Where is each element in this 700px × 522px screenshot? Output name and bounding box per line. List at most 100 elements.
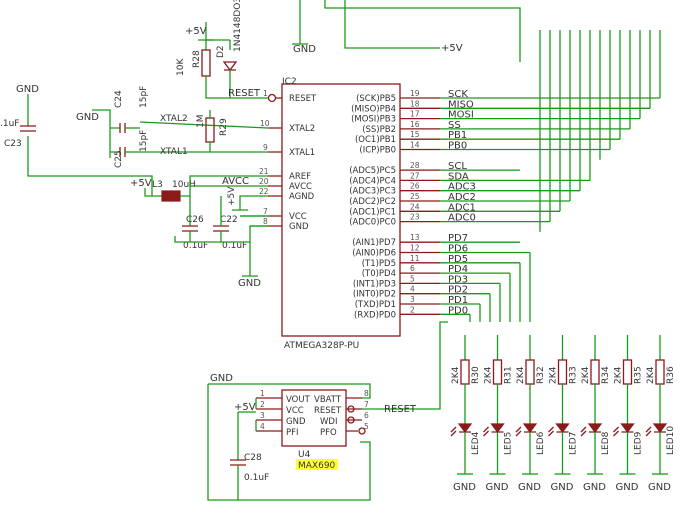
u4-num-7: 7 [364,400,369,409]
ic2-pin-number: 17 [410,110,420,119]
led-resistor-ref: R30 [471,366,481,384]
pin-num-7: 7 [263,207,268,216]
ic2-pin-number: 26 [410,182,420,191]
c25-value: 15pF [139,130,149,152]
led-ref: LED10 [666,426,676,455]
r28-ref: R28 [192,50,202,68]
pin-num-1: 1 [263,89,268,98]
ic2-pin-label: (AIN0)PD6 [352,249,396,259]
ic2-pin-number: 19 [410,89,420,98]
inductor-l3 [161,190,181,202]
pin-avcc: AVCC [289,182,312,192]
ic2-pin-label: (INT0)PD2 [353,290,396,300]
ic2-pin-label: (INT1)PD3 [353,279,396,289]
vcc-label-top: +5V [185,26,207,37]
u4-pin-vout: VOUT [286,395,311,405]
ic2-pin-number: 16 [410,120,420,129]
ic2-pin-number: 23 [410,213,420,222]
ic2-pin-number: 3 [410,295,415,304]
ic2-pin-label: (AIN1)PD7 [352,238,396,248]
pin-agnd: AGND [289,192,315,202]
resistor-r29 [205,117,215,143]
pin-vcc: VCC [289,212,307,222]
led-ref: LED6 [536,431,546,455]
pin-num-9: 9 [263,143,268,152]
ic2-ref: IC2 [282,77,297,87]
led-icon [652,423,668,433]
ic2-net-label: PD2 [448,285,468,296]
vcc-u4-label: +5V [234,402,256,413]
u4-num-4: 4 [260,422,265,431]
u4-max690: GND VOUT VCC GND PFI VBATT RESET WDI PFO… [207,321,448,501]
ic2-pin-label: (ADC3)PC3 [349,187,396,197]
led-resistor-ref: R36 [666,366,676,384]
pin-num-8: 8 [263,217,268,226]
gnd-xtal-label: GND [76,112,99,123]
c26-value: 0.1uF [183,241,208,251]
avcc-section: +5V L3 10uH AVCC +5V C26 0.1uF C22 0.1uF… [130,175,268,289]
c22-ref: C22 [220,215,238,225]
ic2-net-label: MISO [448,99,474,110]
ic2-pin-number: 13 [410,233,420,242]
u4-ref: U4 [298,450,311,460]
resistor-led [622,359,633,385]
l3-value: 10uH [172,180,196,190]
ic2-net-label: SCK [448,89,468,100]
pin-xtal1: XTAL1 [289,148,315,158]
reset-network: +5V 10K R28 D2 1N4148DO3 RESET [176,0,277,103]
pin-aref: AREF [289,172,311,182]
ic2-pin-number: 24 [410,202,420,211]
ic2-atmega328p: IC2 ATMEGA328P-PU RESET XTAL2 XTAL1 AREF… [240,30,661,351]
ic2-net-label: PB1 [448,130,467,141]
c23-value: .1uF [0,119,19,129]
r29-ref: R29 [219,118,229,136]
diode-d2 [222,61,238,72]
ic2-net-label: PD7 [448,233,468,244]
l3-ref: L3 [152,180,163,190]
led-ref: LED8 [601,431,611,455]
reset-inverter-bubble [267,93,277,103]
ic2-net-label: SS [448,120,461,131]
ic2-pin-number: 27 [410,171,420,180]
c28-value: 0.1uF [244,473,269,483]
ic2-net-label: ADC1 [448,202,476,213]
c23-ref: C23 [4,139,22,149]
u4-pin-pfo: PFO [320,428,337,438]
gnd-top-label: GND [293,44,316,55]
ic2-pin-label: (MOSI)PB3 [351,115,396,125]
r29-value: 1M [196,115,206,129]
u4-num-3: 3 [260,411,265,420]
gnd-c23-label: GND [16,84,39,95]
led-icon [522,423,538,433]
ic2-pin-number: 6 [410,264,415,273]
ic2-pin-label: (T1)PD5 [362,259,396,269]
led-gnd-label: GND [518,482,541,493]
d2-ref: D2 [216,45,226,58]
avcc-net-label: AVCC [222,176,249,187]
c26-ref: C26 [186,215,204,225]
u4-body [281,389,347,447]
ic2-net-label: ADC0 [448,213,476,224]
led-gnd-label: GND [648,482,671,493]
c23-section: GND .1uF C23 [0,84,153,196]
d2-part: 1N4148DO3 [233,0,243,52]
ic2-pin-number: 4 [410,285,415,294]
led-resistor-value: 2K4 [614,366,624,384]
ic2-body [281,83,401,337]
pin-num-22: 22 [259,187,269,196]
c28-ref: C28 [244,453,262,463]
led-icon [587,423,603,433]
ic2-net-label: PD0 [448,305,468,316]
led-gnd-label: GND [551,482,574,493]
u4-pin-gnd: GND [286,417,306,427]
u4-num-2: 2 [260,400,265,409]
u4-pin-vbatt: VBATT [314,395,342,405]
c22-value: 0.1uF [222,241,247,251]
c25-ref: C25 [114,150,124,168]
xtal-section: GND C24 15pF C25 15pF XTAL2 XTAL1 1M R29 [76,86,269,168]
ic2-pin-number: 11 [410,254,420,263]
pin-xtal2: XTAL2 [289,124,315,134]
led-resistor-ref: R33 [569,366,579,384]
ic2-pin-label: (ADC4)PC4 [349,176,396,186]
